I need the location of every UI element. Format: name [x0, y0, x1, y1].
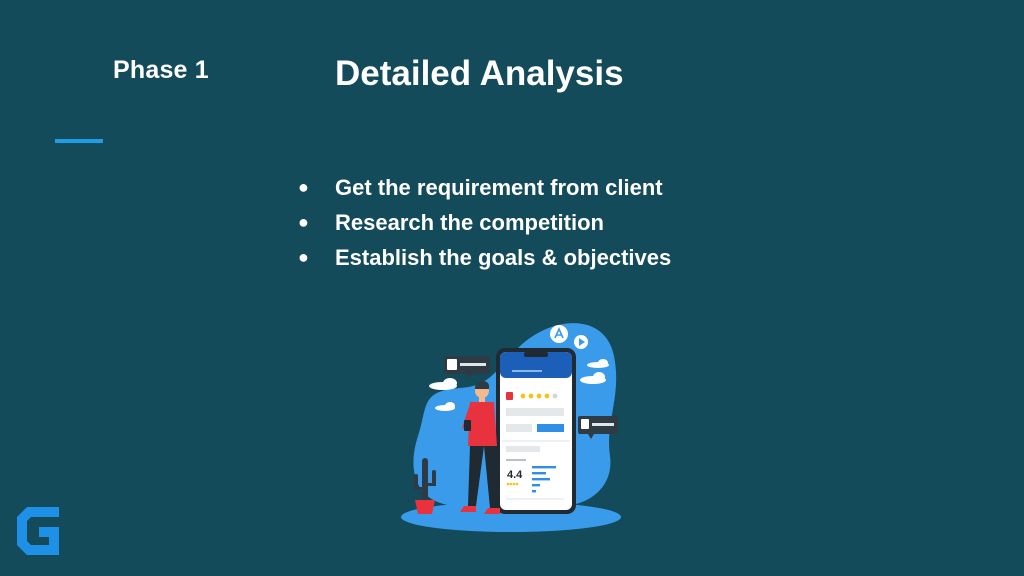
g-brand-logo-icon	[17, 507, 59, 555]
review-bubble-right	[578, 416, 618, 439]
review-bubble-left	[444, 356, 490, 379]
app-store-icon	[550, 325, 568, 343]
cloud-icon	[429, 378, 457, 390]
phone-mockup: 4.4	[496, 348, 576, 514]
cactus-plant	[414, 458, 436, 514]
cloud-icon	[580, 372, 606, 384]
bullet-dot-icon: ●	[298, 212, 309, 232]
cloud-icon	[435, 402, 455, 411]
bullet-text: Get the requirement from client	[335, 174, 663, 200]
bullet-item: ● Get the requirement from client	[298, 170, 671, 205]
bullet-text: Research the competition	[335, 209, 604, 235]
accent-line	[55, 139, 103, 143]
bullet-text: Establish the goals & objectives	[335, 244, 672, 270]
bullet-list: ● Get the requirement from client ● Rese…	[298, 170, 671, 275]
bullet-dot-icon: ●	[298, 247, 309, 267]
phase-label: Phase 1	[113, 56, 209, 84]
rating-bars	[532, 466, 556, 493]
bullet-dot-icon: ●	[298, 177, 309, 197]
star-rating	[520, 393, 550, 399]
slide-title: Detailed Analysis	[335, 54, 624, 93]
rating-value: 4.4	[507, 469, 523, 481]
bullet-item: ● Establish the goals & objectives	[298, 240, 671, 275]
phone-rating-illustration: 4.4	[401, 323, 621, 532]
person-figure	[460, 380, 500, 514]
bullet-item: ● Research the competition	[298, 205, 671, 240]
cloud-icon	[587, 359, 609, 368]
